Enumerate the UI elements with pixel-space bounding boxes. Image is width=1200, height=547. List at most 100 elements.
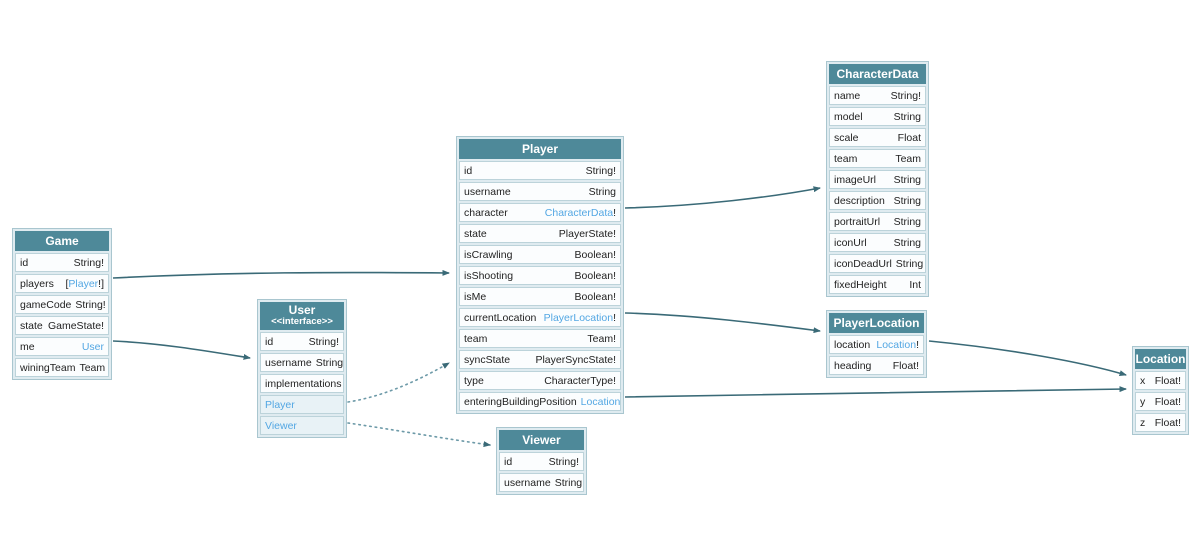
field-row[interactable]: z Float!	[1135, 413, 1186, 432]
section-row: implementations	[260, 374, 344, 393]
field-type: Float!	[1154, 395, 1181, 408]
impl-row[interactable]: Viewer	[260, 416, 344, 435]
field-name: enteringBuildingPosition	[464, 395, 577, 408]
section-label: implementations	[265, 377, 342, 390]
field-type: Float!	[1154, 416, 1181, 429]
type-link[interactable]: Location	[580, 395, 621, 408]
field-row[interactable]: isCrawling Boolean!	[459, 245, 621, 264]
field-type: Team!	[587, 332, 616, 345]
entity-title: PlayerLocation	[833, 316, 920, 330]
type-link[interactable]: PlayerLocation	[543, 311, 614, 324]
field-name: z	[1140, 416, 1146, 429]
type-link[interactable]: Location	[876, 338, 917, 351]
entity-title: Game	[45, 234, 79, 248]
arrow-user-player-to-player	[347, 362, 450, 403]
entity-header[interactable]: Player	[459, 139, 621, 159]
field-name: description	[834, 194, 885, 207]
arrow-player-enteringbuildingposition-to-location	[624, 386, 1127, 398]
entity-header[interactable]: CharacterData	[829, 64, 926, 84]
field-type: Location	[581, 396, 621, 408]
field-type: String	[893, 173, 921, 186]
entity-title: CharacterData	[836, 67, 919, 81]
field-name: syncState	[464, 353, 511, 366]
entity-header[interactable]: PlayerLocation	[829, 313, 924, 333]
field-row[interactable]: players[Player!]	[15, 274, 109, 293]
impl-row[interactable]: Player	[260, 395, 344, 414]
entity-subtitle: <<interface>>	[271, 316, 333, 327]
field-name: gameCode	[20, 298, 72, 311]
impl-type-link[interactable]: Player	[265, 398, 295, 411]
type-link[interactable]: Player	[68, 277, 99, 290]
type-link[interactable]: CharacterData	[544, 206, 614, 219]
field-row[interactable]: enteringBuildingPosition Location	[459, 392, 621, 411]
field-name: isCrawling	[464, 248, 513, 261]
field-type: CharacterType!	[544, 374, 616, 387]
field-type: Location!	[876, 338, 919, 351]
field-row[interactable]: heading Float!	[829, 356, 924, 375]
field-name: x	[1140, 374, 1146, 387]
type-link[interactable]: User	[81, 340, 104, 353]
field-type: String	[893, 236, 921, 249]
entity-header[interactable]: Game	[15, 231, 109, 251]
field-type: Float!	[892, 359, 919, 372]
field-name: state	[20, 319, 43, 332]
field-name: winingTeam	[20, 361, 76, 374]
arrow-user-viewer-to-viewer	[347, 422, 491, 448]
arrow-player-currentlocation-to-playerlocation	[624, 312, 821, 334]
field-type: Boolean!	[574, 248, 616, 261]
entity-header[interactable]: User<<interface>>	[260, 302, 344, 330]
field-name: id	[20, 256, 29, 269]
entity-title: Viewer	[522, 433, 561, 447]
field-name: model	[834, 110, 863, 123]
field-name: heading	[834, 359, 872, 372]
field-type: Team	[895, 152, 921, 165]
field-name: state	[464, 227, 487, 240]
field-name: name	[834, 89, 861, 102]
field-name: fixedHeight	[834, 278, 887, 291]
field-name: id	[265, 335, 274, 348]
entity-header[interactable]: Viewer	[499, 430, 584, 450]
entity-header[interactable]: Location	[1135, 349, 1186, 369]
impl-type-link[interactable]: Viewer	[265, 419, 297, 432]
